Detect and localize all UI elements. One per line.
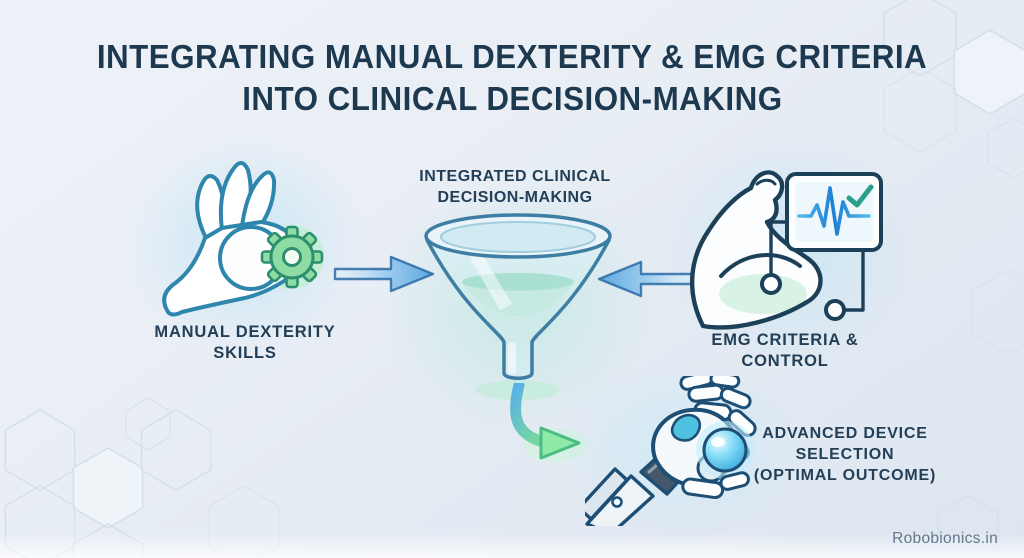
checkmark-icon: [846, 184, 874, 208]
funnel-icon: [424, 213, 612, 400]
title-line-2: INTO CLINICAL DECISION-MAKING: [241, 80, 783, 117]
emg-waveform-icon: [797, 186, 871, 236]
label-line: MANUAL DEXTERITY: [154, 323, 336, 341]
label-line: EMG CRITERIA &: [711, 331, 859, 349]
arrow-right-icon: [333, 255, 435, 293]
label-manual-dexterity: MANUAL DEXTERITY SKILLS: [120, 322, 370, 364]
label-line: INTEGRATED CLINICAL: [419, 168, 611, 185]
page-title: INTEGRATING MANUAL DEXTERITY & EMG CRITE…: [0, 36, 1024, 120]
label-line: (OPTIMAL OUTCOME): [753, 467, 937, 484]
label-line: CONTROL: [741, 352, 829, 370]
label-line: ADVANCED DEVICE: [762, 425, 928, 442]
brand-watermark: Robobionics.in: [892, 530, 998, 547]
label-line: SKILLS: [213, 344, 277, 362]
curved-arrow-down-right-icon: [510, 383, 587, 462]
prosthetic-hand-sphere-icon: [585, 376, 757, 526]
arrow-left-icon: [597, 260, 699, 298]
label-integrated-decision: INTEGRATED CLINICAL DECISION-MAKING: [385, 166, 645, 208]
title-line-1: INTEGRATING MANUAL DEXTERITY & EMG CRITE…: [96, 38, 928, 75]
label-line: SELECTION: [795, 446, 895, 463]
hand-ok-gear-icon: [162, 161, 324, 317]
label-line: DECISION-MAKING: [437, 189, 593, 206]
bicep-emg-monitor-icon: [690, 170, 883, 330]
bottom-light-strip: [0, 532, 1024, 558]
label-emg-criteria: EMG CRITERIA & CONTROL: [675, 330, 895, 372]
label-advanced-device: ADVANCED DEVICE SELECTION (OPTIMAL OUTCO…: [732, 423, 958, 486]
